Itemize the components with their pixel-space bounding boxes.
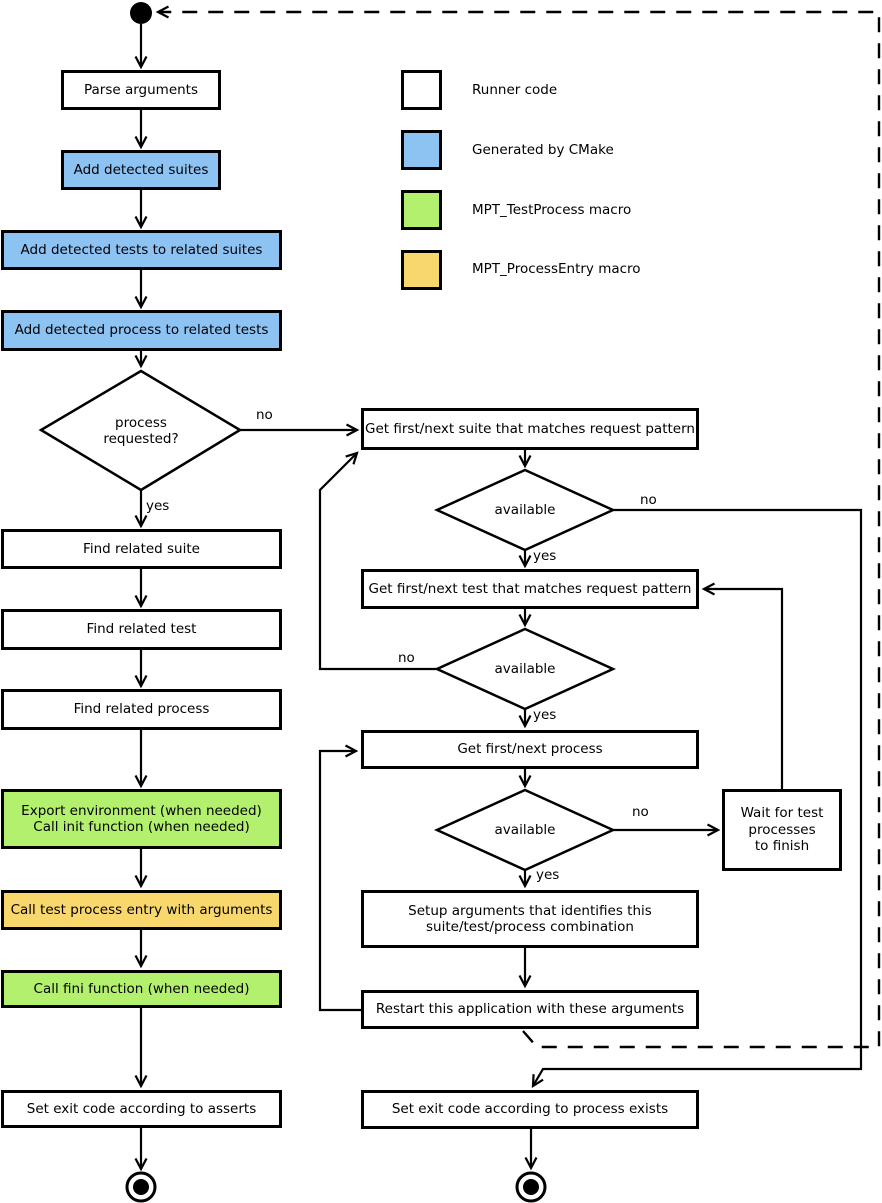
node-find-related-suite: Find related suite [1,529,282,569]
legend-label-runner-code: Runner code [472,82,558,98]
node-get-first-next-test: Get first/next test that matches request… [361,569,699,609]
legend-label-processentry: MPT_ProcessEntry macro [472,261,641,277]
edge-label-yes-test-available: yes [533,707,557,723]
node-set-exit-code-asserts: Set exit code according to asserts [1,1090,282,1128]
end-node-left [125,1171,157,1203]
node-call-fini-function: Call fini function (when needed) [1,970,282,1008]
node-add-detected-process: Add detected process to related tests [1,310,282,351]
node-export-environment: Export environment (when needed) Call in… [1,789,282,849]
decision-test-available [433,627,617,711]
edge-label-no-process-requested: no [256,407,273,423]
node-call-test-process-entry: Call test process entry with arguments [1,890,282,930]
edge-wait-to-get-test [701,582,784,789]
end-node-right [515,1171,547,1203]
edge-label-no-test-available: no [398,650,415,666]
legend-swatch-testprocess [401,190,442,230]
node-line: Setup arguments that identifies this [408,902,652,919]
edge-label-no-process-available: no [632,804,649,820]
node-get-first-next-suite: Get first/next suite that matches reques… [361,408,699,450]
edge-available1-no-to-exit-process [531,508,863,1089]
edge-restart-loop-dashed [155,5,881,1049]
decision-process-available [433,788,617,872]
node-add-detected-suites: Add detected suites [61,150,221,190]
node-line: Wait for test [740,805,824,822]
node-restart-application: Restart this application with these argu… [361,990,699,1029]
legend-label-cmake: Generated by CMake [472,142,614,158]
node-set-exit-code-process: Set exit code according to process exist… [361,1090,699,1129]
edge-available2-no-to-get-suite [318,451,437,671]
node-line: processes [748,821,816,838]
node-wait-for-test-processes: Wait for test processes to finish [722,789,842,871]
edge-label-yes-suite-available: yes [533,548,557,564]
edge-label-no-suite-available: no [640,492,657,508]
decision-suite-available [433,468,617,552]
node-add-detected-tests: Add detected tests to related suites [1,230,282,270]
node-parse-arguments: Parse arguments [61,70,221,110]
node-get-first-next-process: Get first/next process [361,730,699,769]
edge-restart-to-get-process [318,744,361,1012]
legend-swatch-processentry [401,250,442,290]
legend-swatch-runner-code [401,70,442,110]
node-line: Export environment (when needed) [21,802,262,819]
legend-label-testprocess: MPT_TestProcess macro [472,202,632,218]
node-line: to finish [754,838,810,855]
node-find-related-test: Find related test [1,609,282,650]
decision-process-requested [38,369,243,492]
start-node [130,2,152,24]
node-setup-arguments: Setup arguments that identifies this sui… [361,890,699,948]
edge-label-yes-process-requested: yes [146,498,170,514]
edge-label-yes-process-available: yes [536,867,560,883]
node-line: Call init function (when needed) [33,819,250,835]
node-find-related-process: Find related process [1,689,282,730]
node-line: suite/test/process combination [426,919,634,935]
legend-swatch-cmake [401,130,442,170]
